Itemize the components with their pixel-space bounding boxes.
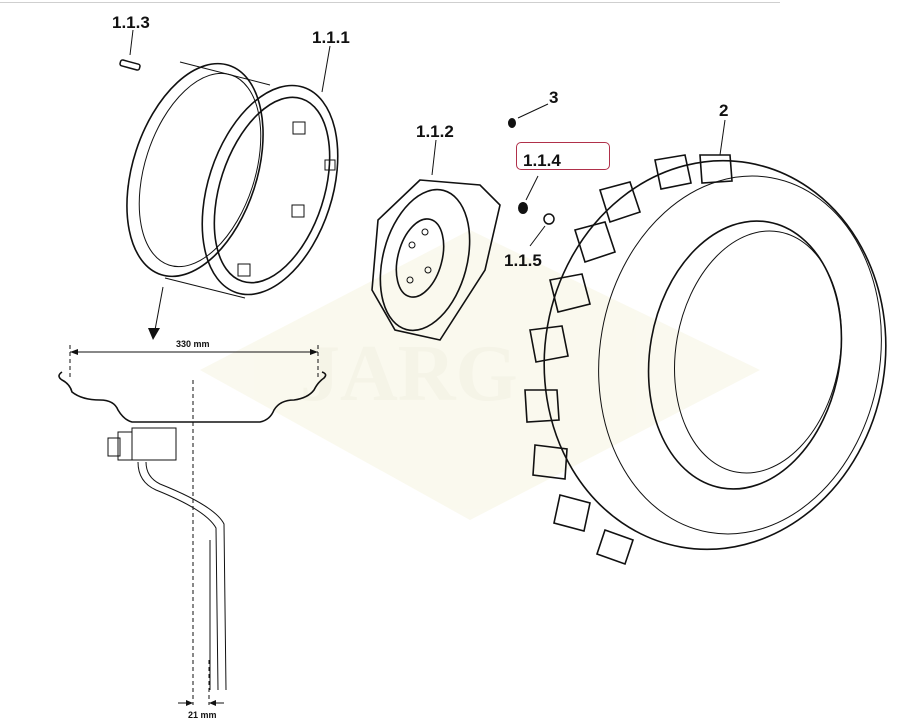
- dimension-offset: 21 mm: [188, 710, 217, 720]
- bolt-part[interactable]: [119, 59, 141, 71]
- label-nut: 1.1.4: [523, 151, 561, 170]
- wheel-disc-part[interactable]: [366, 179, 501, 341]
- dimension-rim-width: 330 mm: [176, 339, 210, 349]
- label-small-nut: 1.1.5: [504, 251, 542, 270]
- rim-part[interactable]: [102, 46, 362, 312]
- small-nut-part[interactable]: [543, 213, 555, 225]
- label-disc: 1.1.2: [416, 122, 454, 141]
- highlight-box-nut: [516, 142, 610, 170]
- label-bolt: 1.1.3: [112, 13, 150, 32]
- section-arrow-icon: [148, 328, 160, 340]
- leader-lines: [129, 29, 726, 247]
- watermark-logo: JARG: [200, 230, 760, 520]
- label-tyre: 2: [719, 101, 728, 120]
- label-rim: 1.1.1: [312, 28, 350, 47]
- top-divider: [0, 2, 780, 3]
- svg-text:JARG: JARG: [300, 330, 518, 418]
- rim-cross-section: 330 mm 21 mm: [58, 339, 327, 720]
- nut-part[interactable]: [518, 202, 528, 214]
- valve-part[interactable]: [508, 118, 516, 128]
- section-arrow-line: [154, 286, 164, 331]
- label-valve: 3: [549, 88, 558, 107]
